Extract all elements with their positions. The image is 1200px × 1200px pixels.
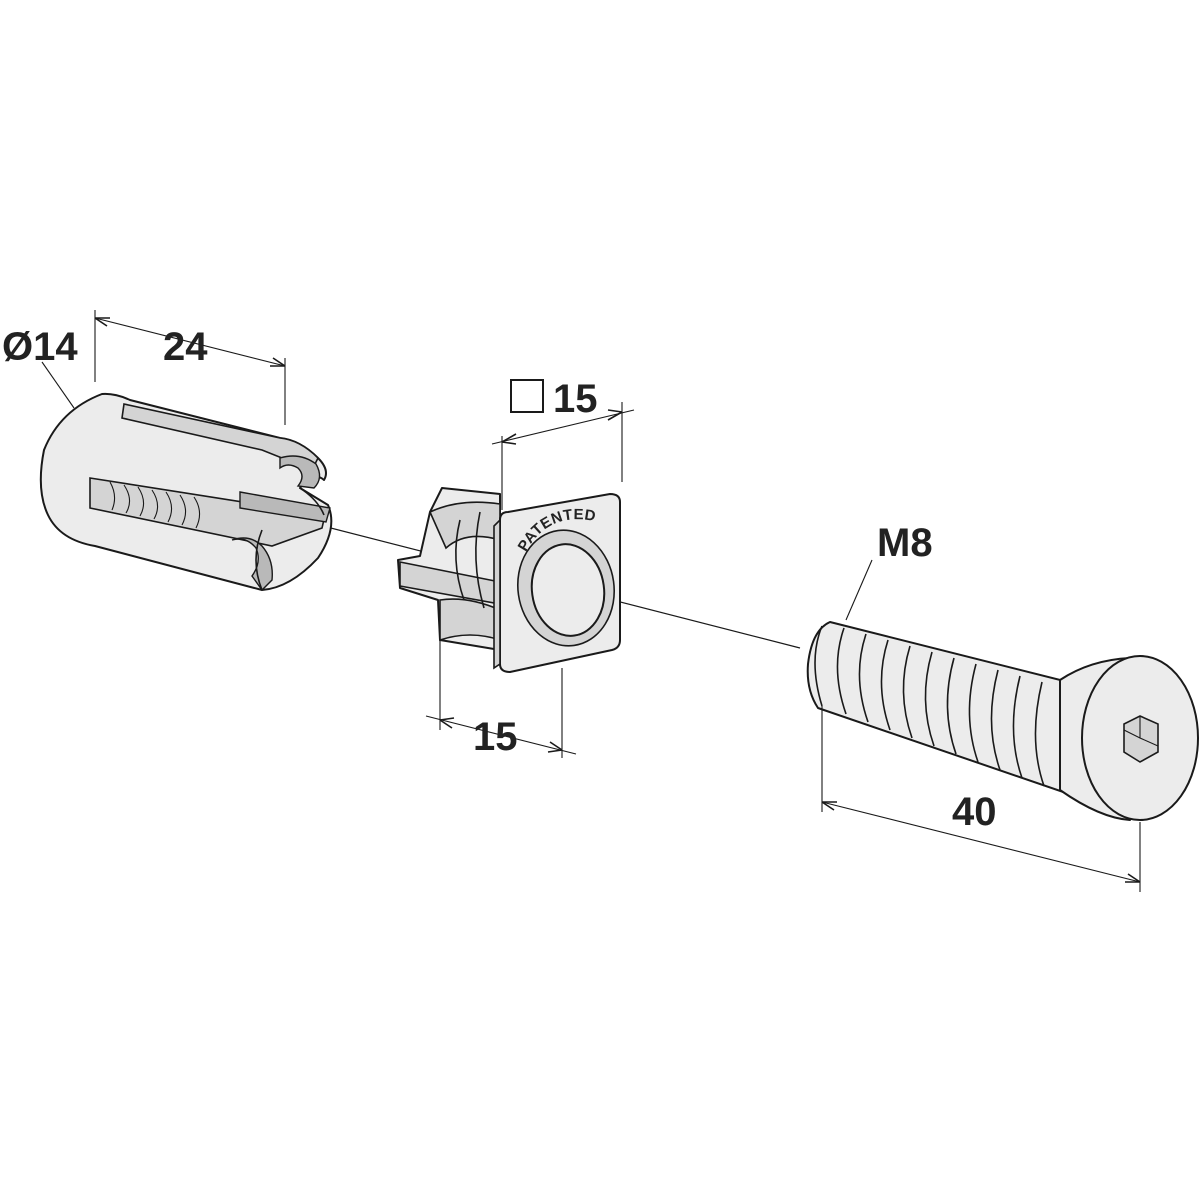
insert-bore — [530, 543, 606, 637]
dimension-thread — [845, 559, 873, 621]
dimension-sleeve-length — [94, 310, 286, 425]
screw-length-label: 40 — [952, 790, 997, 834]
countersunk-screw — [806, 621, 1199, 821]
insert-depth-label: 15 — [473, 715, 518, 759]
expansion-sleeve — [39, 392, 333, 592]
dimension-insert-depth — [425, 640, 577, 758]
thread-label: M8 — [877, 521, 933, 565]
sleeve-length-label: 24 — [163, 325, 208, 369]
square-symbol-icon — [510, 379, 544, 413]
insert-square-label: 15 — [553, 377, 598, 421]
sleeve-diameter-label: Ø14 — [2, 325, 78, 369]
screw-thread — [814, 625, 1045, 787]
dimension-insert-square — [491, 379, 635, 510]
sleeve-internal-thread — [109, 481, 201, 529]
dimension-sleeve-diameter — [41, 361, 75, 409]
square-insert: PATENTED — [397, 487, 621, 673]
dimension-screw-length — [821, 706, 1141, 892]
